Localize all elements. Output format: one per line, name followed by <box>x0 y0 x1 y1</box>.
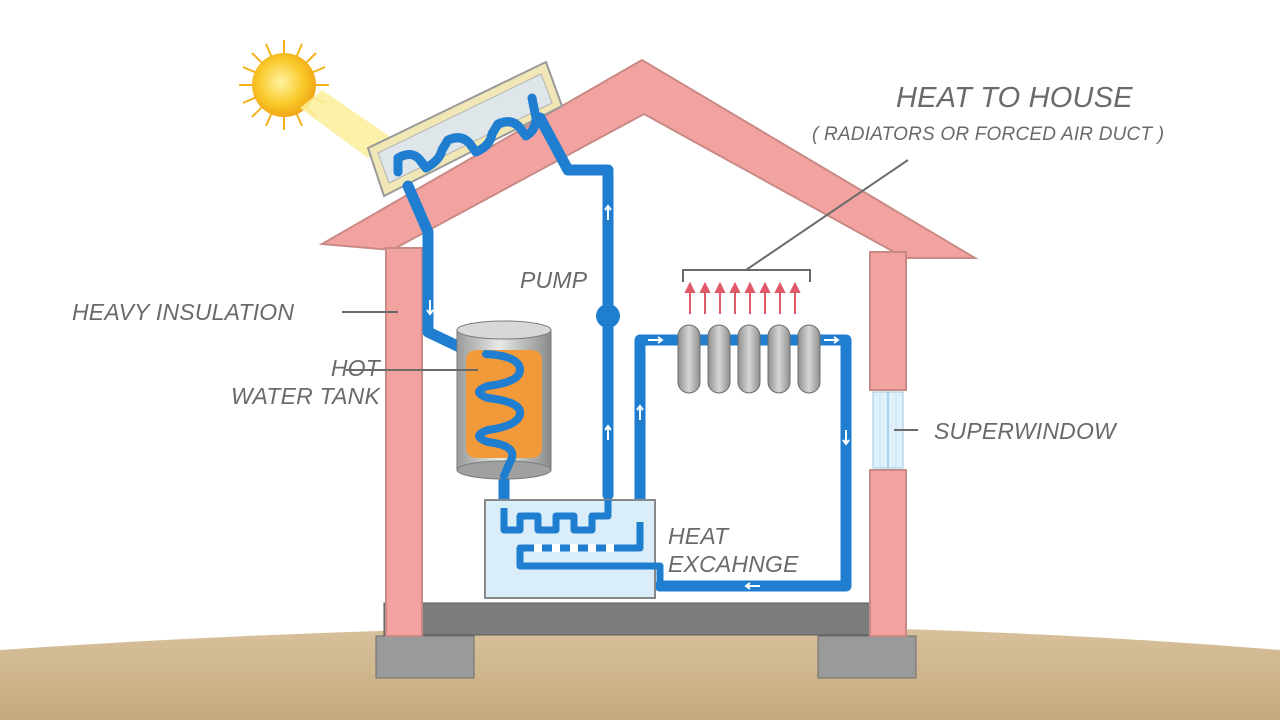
wall-right-upper <box>869 251 907 391</box>
superwindow-label: SUPERWINDOW <box>934 418 1116 444</box>
sun-beam <box>300 90 392 158</box>
wall-right-lower <box>869 469 907 637</box>
heat-arrows <box>684 281 801 314</box>
hot-water-tank-label-line2: WATER TANK <box>231 383 380 409</box>
hot-water-tank-label-line1: HOT <box>330 355 380 381</box>
footing-right <box>817 635 917 679</box>
heat-exchange-label: HEAT EXCAHNGE <box>668 522 799 578</box>
pump-icon <box>596 304 620 328</box>
footing-left <box>375 635 475 679</box>
floor-slab <box>383 602 905 636</box>
ground <box>0 625 1280 720</box>
radiator <box>677 324 821 394</box>
heat-to-house-title: HEAT TO HOUSE <box>896 82 1133 114</box>
hot-water-tank <box>456 320 552 480</box>
heat-exchanger <box>484 499 664 599</box>
heat-bracket <box>682 269 811 282</box>
sun-icon <box>239 40 329 130</box>
leader-heat-to-house <box>745 159 909 271</box>
heat-exchange-label-line2: EXCAHNGE <box>668 551 799 577</box>
pump-label: PUMP <box>520 267 588 293</box>
heavy-insulation-label: HEAVY INSULATION <box>72 299 295 325</box>
heat-exchange-label-line1: HEAT <box>668 523 729 549</box>
wall-left <box>385 247 423 637</box>
solar-collector <box>366 60 564 198</box>
hot-water-tank-label: HOT WATER TANK <box>210 354 380 410</box>
heat-to-house-subtitle: ( RADIATORS OR FORCED AIR DUCT ) <box>812 124 1165 145</box>
